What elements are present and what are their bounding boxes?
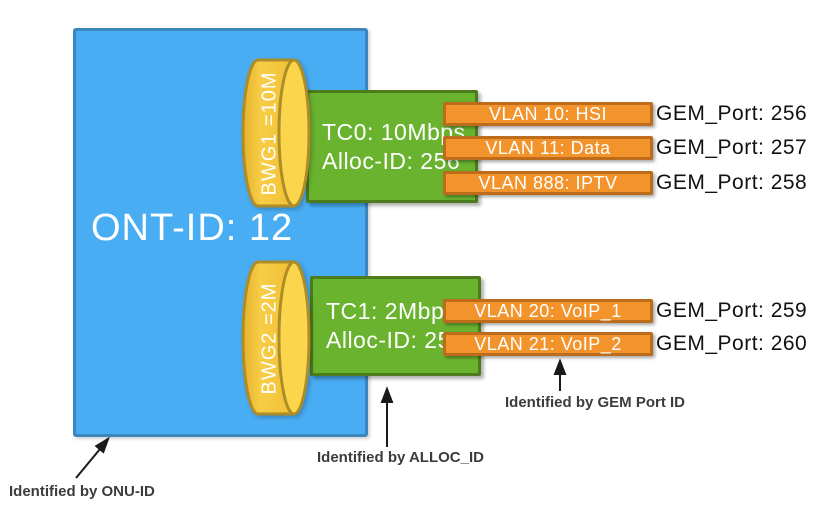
tc0-alloc-id-label: Alloc-ID: 256 <box>322 147 461 174</box>
annotation-onu-id: Identified by ONU-ID <box>9 483 155 500</box>
vlan-bar-voip1: VLAN 20: VoIP_1 <box>443 299 653 323</box>
tc1-alloc-id-label: Alloc-ID: 257 <box>326 327 465 353</box>
gem-port-label-259: GEM_Port: 259 <box>656 299 808 322</box>
gem-arrow-head <box>553 358 567 375</box>
vlan-bar-hsi: VLAN 10: HSI <box>443 102 653 126</box>
annotation-alloc-id: Identified by ALLOC_ID <box>317 449 484 466</box>
bwg2-label: BWG2 =2M <box>258 282 281 394</box>
gem-port-label-258: GEM_Port: 258 <box>656 171 808 194</box>
vlan-bar-voip2: VLAN 21: VoIP_2 <box>443 332 653 356</box>
bwg2-cylinder-icon <box>241 260 311 416</box>
gem-port-label-260: GEM_Port: 260 <box>656 332 808 355</box>
tcont-box-tc1: TC1: 2Mbps Alloc-ID: 257 <box>310 276 481 376</box>
onu-arrow-line <box>75 448 101 479</box>
bwg1-cylinder-icon <box>241 58 311 208</box>
annotation-gem-port-id: Identified by GEM Port ID <box>505 394 686 411</box>
tc0-rate-label: TC0: 10Mbps <box>322 118 466 145</box>
onu-arrow-head <box>94 436 110 454</box>
gem-port-label-257: GEM_Port: 257 <box>656 136 808 159</box>
gem-port-label-256: GEM_Port: 256 <box>656 102 808 125</box>
alloc-arrow-head <box>380 386 394 403</box>
tcont-box-tc0: TC0: 10Mbps Alloc-ID: 256 <box>306 90 478 203</box>
vlan-bar-iptv: VLAN 888: IPTV <box>443 171 653 195</box>
vlan-bar-data: VLAN 11: Data <box>443 136 653 160</box>
bwg1-label: BWG1 =10M <box>258 70 281 196</box>
tc1-rate-label: TC1: 2Mbps <box>326 298 457 324</box>
ont-id-label: ONT-ID: 12 <box>91 207 294 249</box>
